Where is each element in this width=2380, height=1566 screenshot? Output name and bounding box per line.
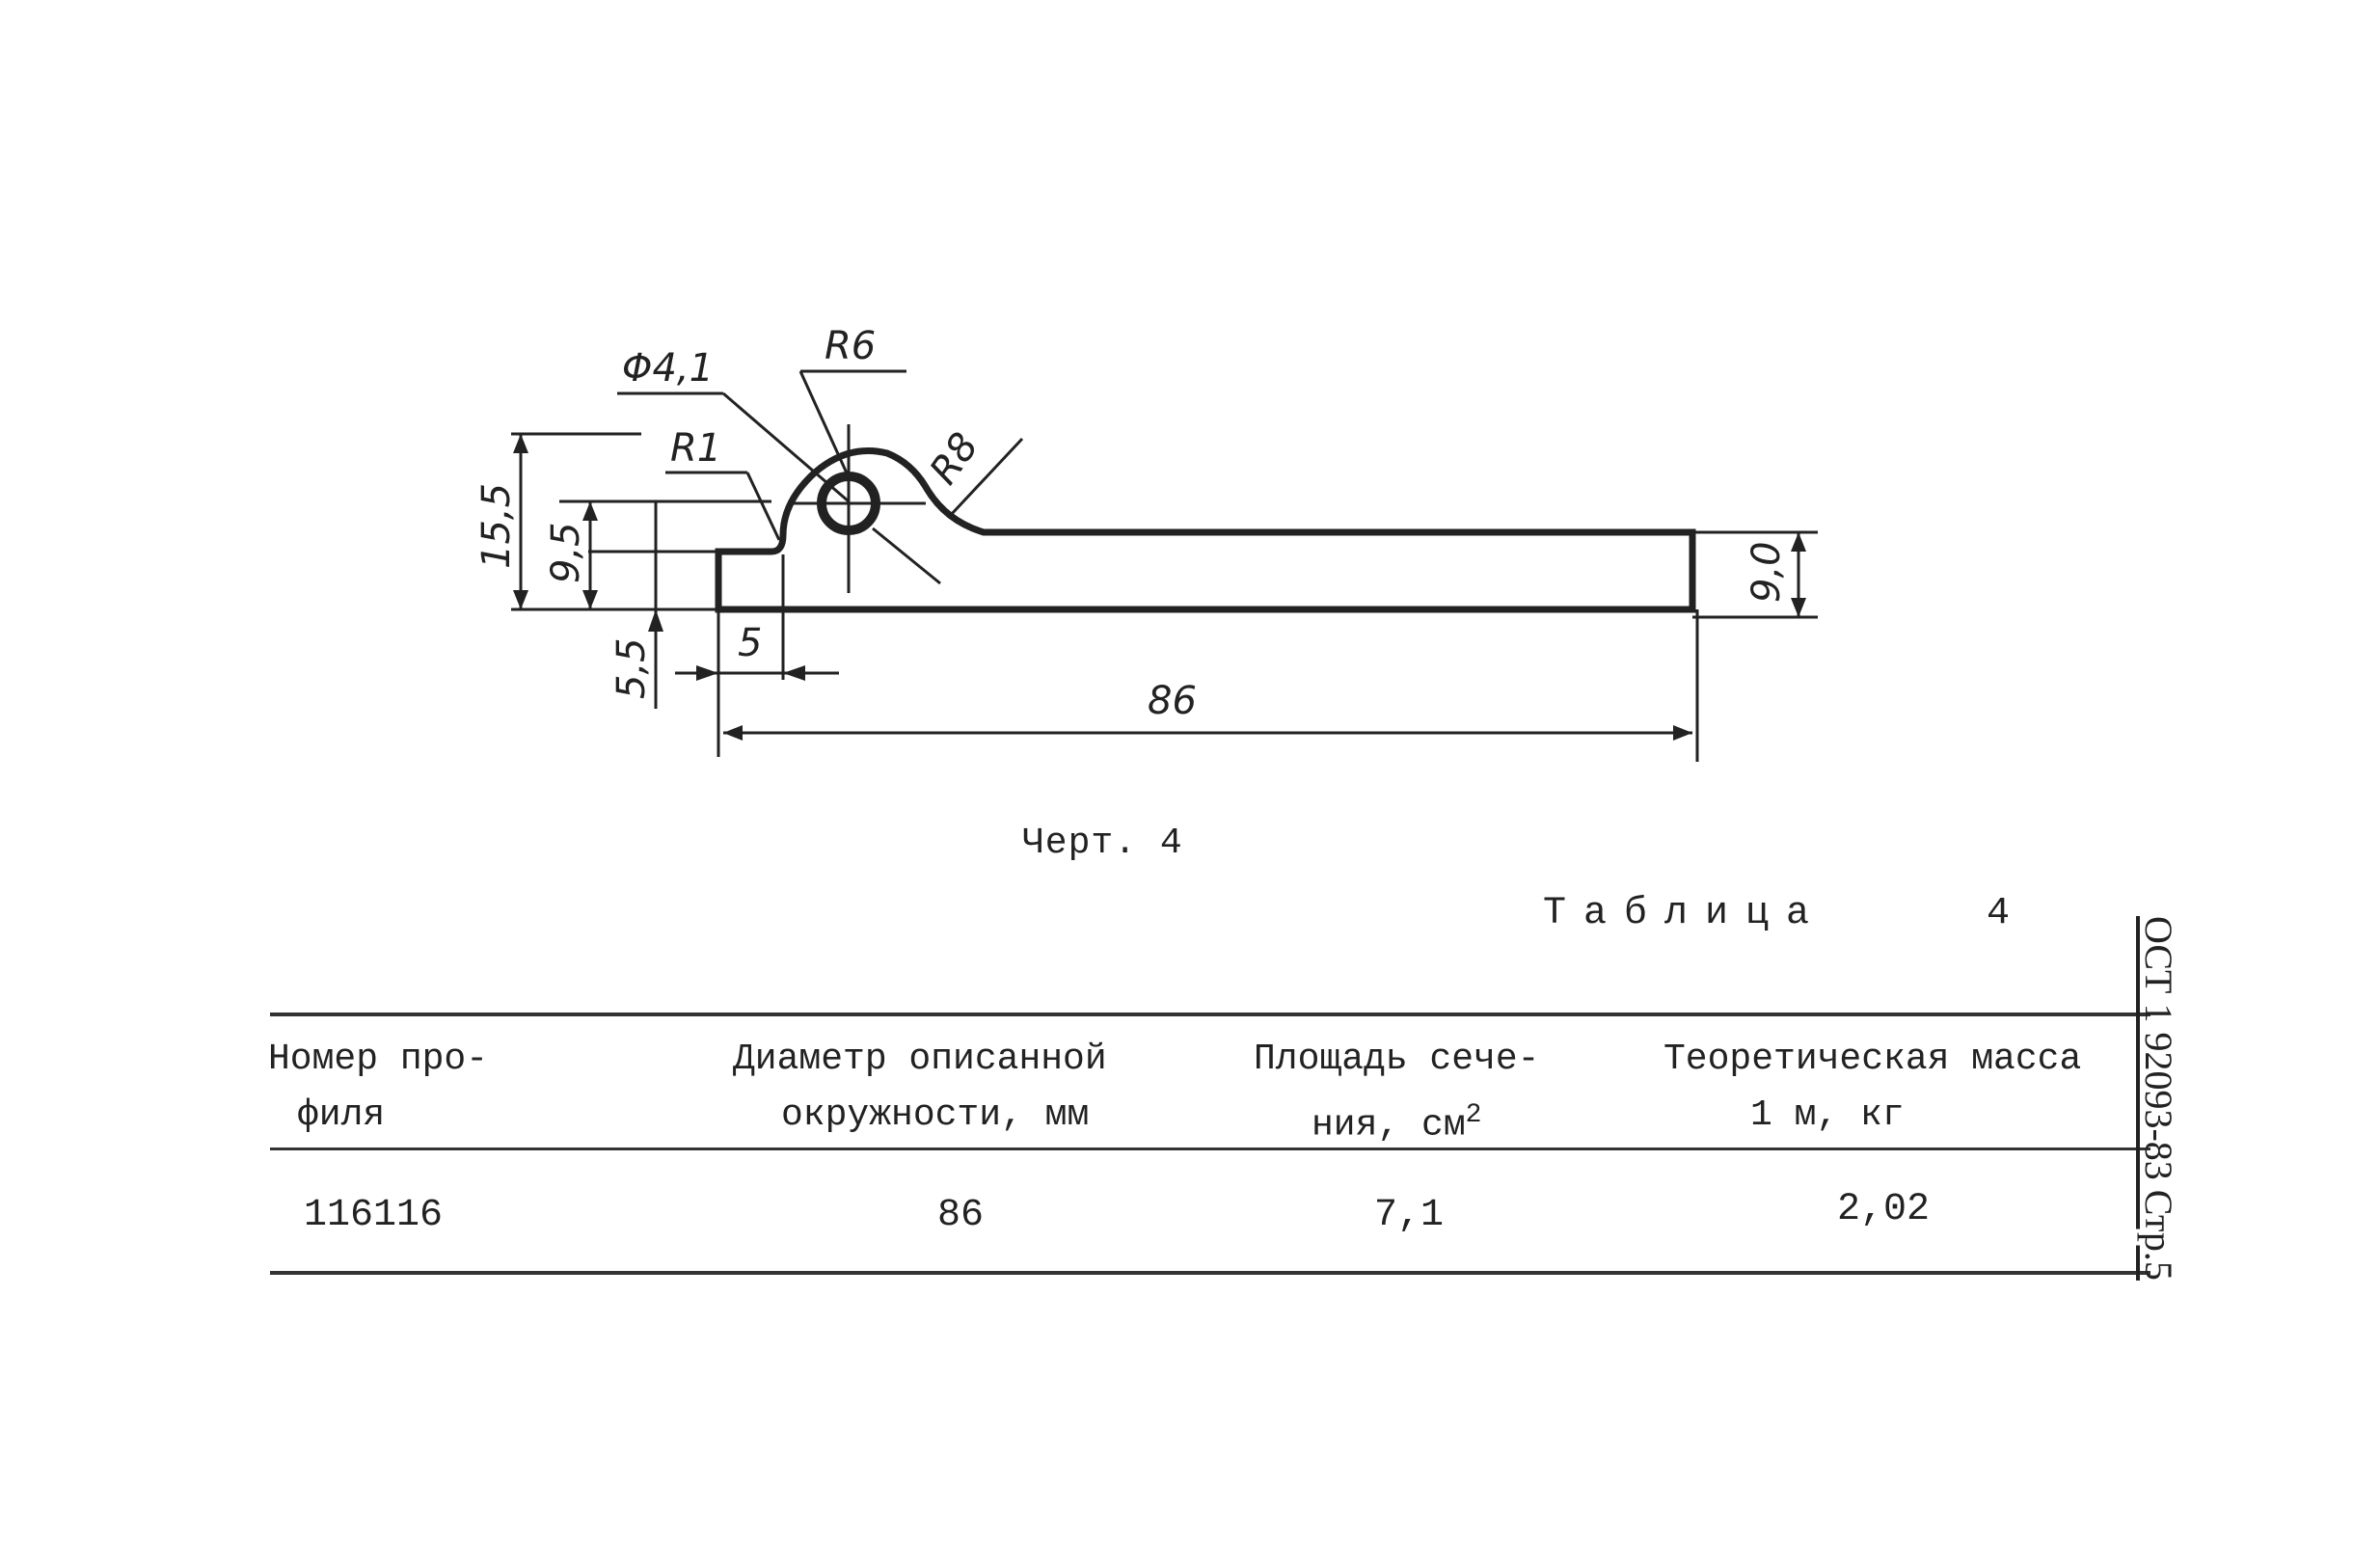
cell-profile: 116116: [304, 1194, 444, 1237]
header-diameter: Диаметр описанной окружности, мм: [733, 1039, 1107, 1136]
table-header-rule: [270, 1148, 2150, 1150]
cell-mass: 2,02: [1837, 1188, 1931, 1231]
table-number: 4: [1987, 892, 2011, 935]
table-bottom-rule: [270, 1271, 2150, 1275]
dim-offset-label: 5: [738, 621, 762, 665]
dim-diameter-label: Φ4,1: [622, 346, 714, 391]
header-mass: Теоретическая масса 1 м, кг: [1663, 1039, 2082, 1136]
dim-height-total-label: 15,5: [474, 483, 519, 569]
dim-r8-label: R8: [922, 425, 987, 493]
dim-height-low-label: 5,5: [609, 637, 654, 699]
dim-thickness-label: 9,0: [1744, 541, 1789, 603]
side-standard-label: ОСТ 1 92093-83 Стр.5: [2137, 916, 2180, 1281]
table-top-rule: [270, 1012, 2150, 1016]
profile-outline: [715, 447, 1696, 613]
profile-drawing: Φ4,1 R6 R1 R8 15,5 9,5 5,5 5 86 9,0: [474, 324, 1818, 762]
dim-r6-label: R6: [825, 324, 876, 368]
header-area: Площадь сече- ния, см2: [1254, 1039, 1540, 1147]
cell-area: 7,1: [1374, 1194, 1445, 1237]
header-profile: Номер про- филя: [268, 1039, 489, 1136]
table-title: Таблица: [1543, 892, 1827, 935]
cell-diameter: 86: [937, 1194, 985, 1237]
dim-height-mid-label: 9,5: [544, 522, 588, 583]
dim-length-label: 86: [1148, 679, 1197, 723]
figure-caption: Черт. 4: [1022, 823, 1183, 864]
dim-r1-label: R1: [670, 426, 721, 471]
